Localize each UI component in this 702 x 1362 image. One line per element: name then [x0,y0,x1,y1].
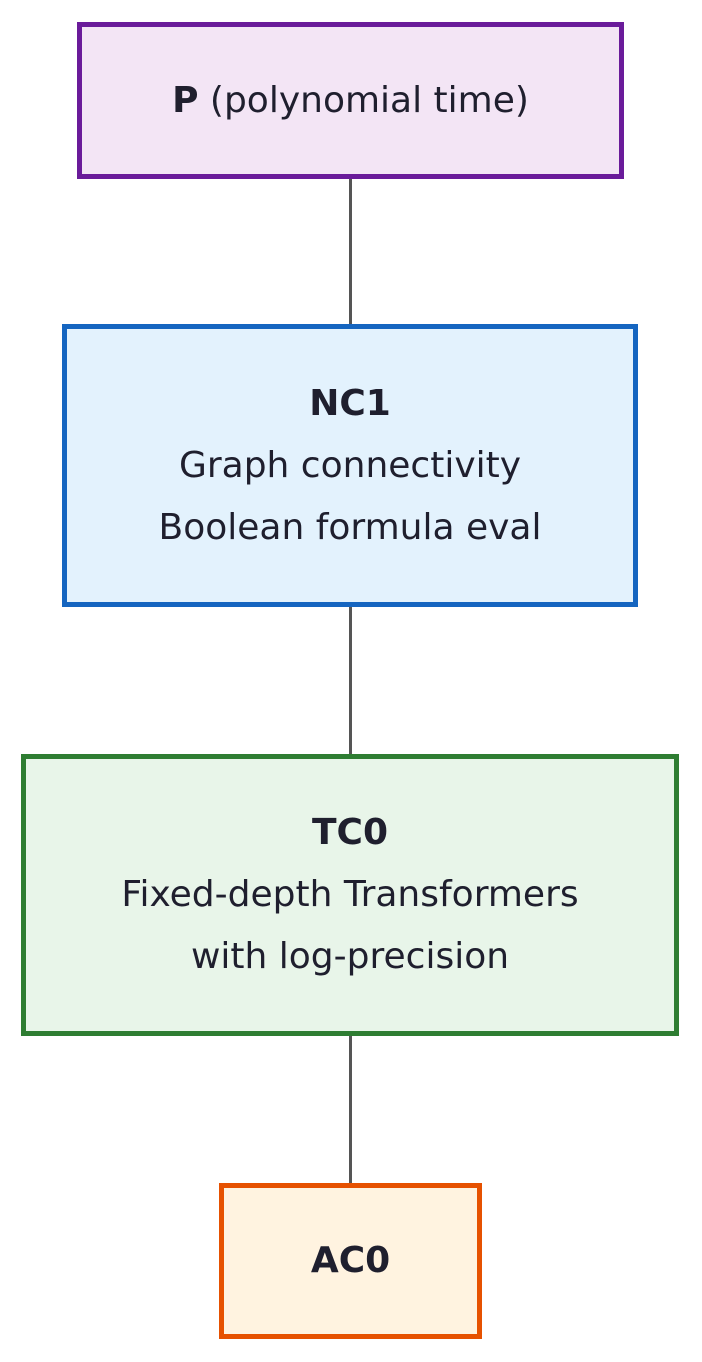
node-p-name: P [172,79,199,121]
edge-p-nc1 [349,179,352,324]
node-tc0: TC0 Fixed-depth Transformers with log-pr… [21,754,679,1036]
node-tc0-name: TC0 [311,812,389,853]
edge-tc0-ac0 [349,1036,352,1183]
node-ac0-name: AC0 [310,1240,391,1281]
node-nc1-desc-1: Graph connectivity [178,444,522,486]
node-nc1-desc-2: Boolean formula eval [158,506,542,548]
node-tc0-desc-1: Fixed-depth Transformers [121,874,579,915]
edge-nc1-tc0 [349,607,352,754]
node-ac0: AC0 [219,1183,482,1339]
node-nc1: NC1 Graph connectivity Boolean formula e… [62,324,638,607]
node-p-suffix: (polynomial time) [198,79,529,121]
node-p-label: P (polynomial time) [172,70,529,132]
node-p: P (polynomial time) [77,22,624,179]
node-nc1-name: NC1 [309,382,391,424]
node-tc0-desc-2: with log-precision [190,936,510,977]
